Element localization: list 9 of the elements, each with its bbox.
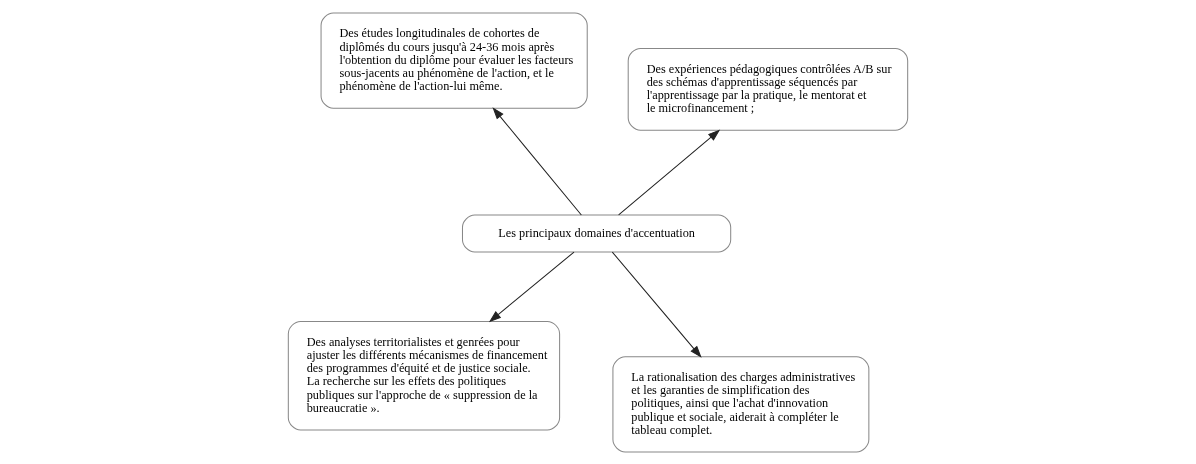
arrow [611, 251, 702, 358]
arrow [492, 106, 582, 215]
node-box: Des expériences pédagogiques contrôlées A/B sur des schémas d'apprentissage séquencés par l'apprentissage par la pratique, le mentorat et le microfinancement ; [627, 47, 909, 131]
arrow [488, 251, 575, 322]
arrow [618, 129, 721, 215]
node-box: Les principaux domaines d'accentuation [461, 214, 732, 252]
node-box: La rationalisation des charges administratives et les garanties de simplification des politiques, ainsi que l'achat d'innovation publique et sociale, aiderait à compléter le tableau complet. [612, 355, 870, 452]
node-box: Des analyses territorialistes et genrées pour ajuster les différents mécanismes de financement des programmes d'équité et de justice sociale. La recherche sur les effets des politiques publiques sur l'approche de « suppression de la bureaucratie ». [287, 320, 561, 430]
node-box: Des études longitudinales de cohortes de diplômés du cours jusqu'à 24-36 mois après l'obtention du diplôme pour évaluer les facteurs sous-jacents au phénomène de l'action, et le phénomène de l'action-lui même. [320, 12, 588, 109]
